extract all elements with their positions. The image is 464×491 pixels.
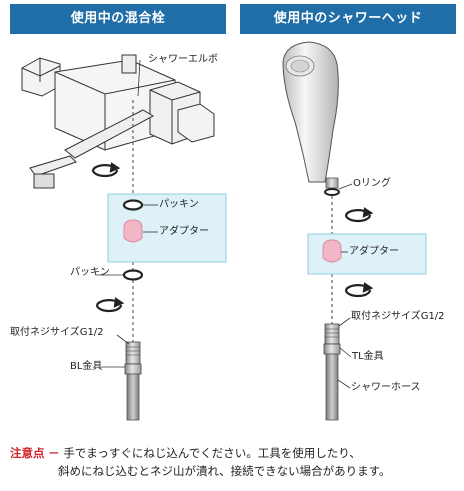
- label-packing-bottom: パッキン: [70, 267, 110, 278]
- caution-line-1: 注意点 － 手でまっすぐにねじ込んでください。工具を使用したり、: [10, 444, 458, 462]
- label-shower-hose: シャワーホース: [351, 382, 421, 393]
- label-thread-size-left: 取付ネジサイズG1/2: [10, 327, 104, 338]
- left-section-title: 使用中の混合栓: [10, 4, 226, 34]
- oring-icon: [324, 188, 340, 196]
- label-adapter-right: アダプター: [349, 246, 399, 257]
- mixing-faucet-illustration: [21, 54, 215, 189]
- label-adapter-left: アダプター: [159, 226, 209, 237]
- rotate-arrow-icon: [91, 162, 121, 178]
- rotate-arrow-icon-4: [344, 282, 374, 298]
- caution-lead: 注意点: [10, 446, 45, 460]
- packing-washer-icon: [122, 199, 144, 211]
- tl-fitting-illustration: [323, 323, 341, 421]
- adapter-icon: [123, 219, 143, 243]
- label-bl-fitting: BL金具: [70, 361, 103, 372]
- caution-note: 注意点 － 手でまっすぐにねじ込んでください。工具を使用したり、 斜めにねじ込む…: [10, 444, 458, 480]
- adapter-icon-right: [322, 239, 342, 263]
- caution-line-2: 斜めにねじ込むとネジ山が潰れ、接続できない場合があります。: [10, 462, 458, 480]
- label-oring: Oリング: [353, 178, 391, 189]
- label-shower-elbow: シャワーエルボ: [148, 54, 218, 65]
- elbow-leader: [137, 59, 141, 97]
- caution-text-2: 斜めにねじ込むとネジ山が潰れ、接続できない場合があります。: [58, 464, 391, 478]
- packing-washer-bottom-icon: [122, 269, 144, 281]
- right-section-title: 使用中のシャワーヘッド: [240, 4, 456, 34]
- label-thread-size-right: 取付ネジサイズG1/2: [351, 311, 445, 322]
- label-tl-fitting: TL金具: [352, 351, 384, 362]
- label-packing-top: パッキン: [159, 199, 199, 210]
- caution-text-1: 手でまっすぐにねじ込んでください。工具を使用したり、: [63, 446, 361, 460]
- bl-fitting-illustration: [124, 341, 142, 421]
- shower-head-illustration: [282, 41, 339, 189]
- rotate-arrow-icon-3: [344, 207, 374, 223]
- caution-dash: －: [48, 446, 60, 460]
- rotate-arrow-icon-2: [95, 297, 125, 313]
